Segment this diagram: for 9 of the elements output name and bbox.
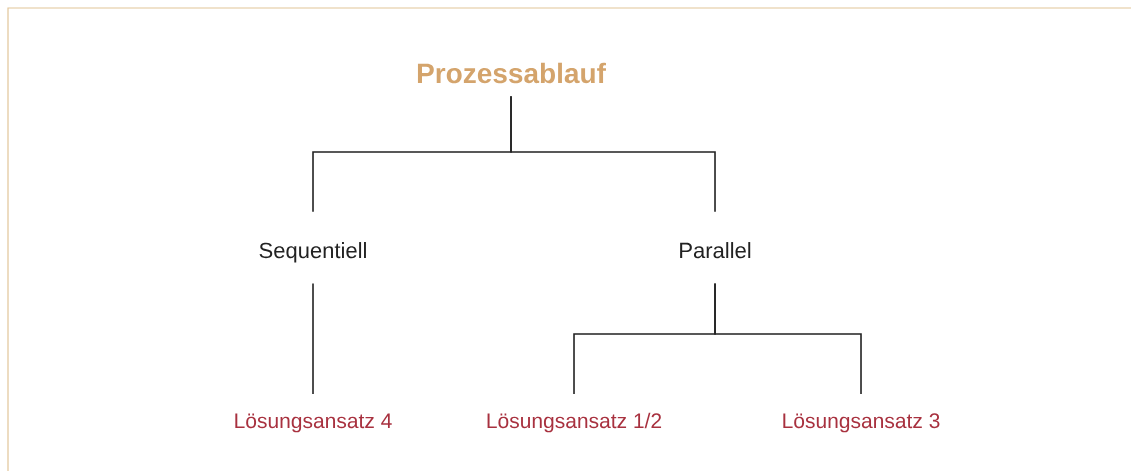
tree-label: Lösungsansatz 4 bbox=[235, 413, 392, 433]
tree-label: Lösungsansatz 1/2 bbox=[487, 412, 662, 433]
tree-label: Parallel bbox=[680, 242, 751, 259]
tree-label: Lösungsansatz 3 bbox=[783, 413, 940, 433]
tree-label: Sequentiell bbox=[259, 242, 366, 263]
connector-line bbox=[510, 95, 716, 213]
connector-line bbox=[312, 282, 314, 395]
heading-label: Prozessablauf bbox=[417, 62, 606, 84]
connector-line bbox=[714, 282, 862, 395]
